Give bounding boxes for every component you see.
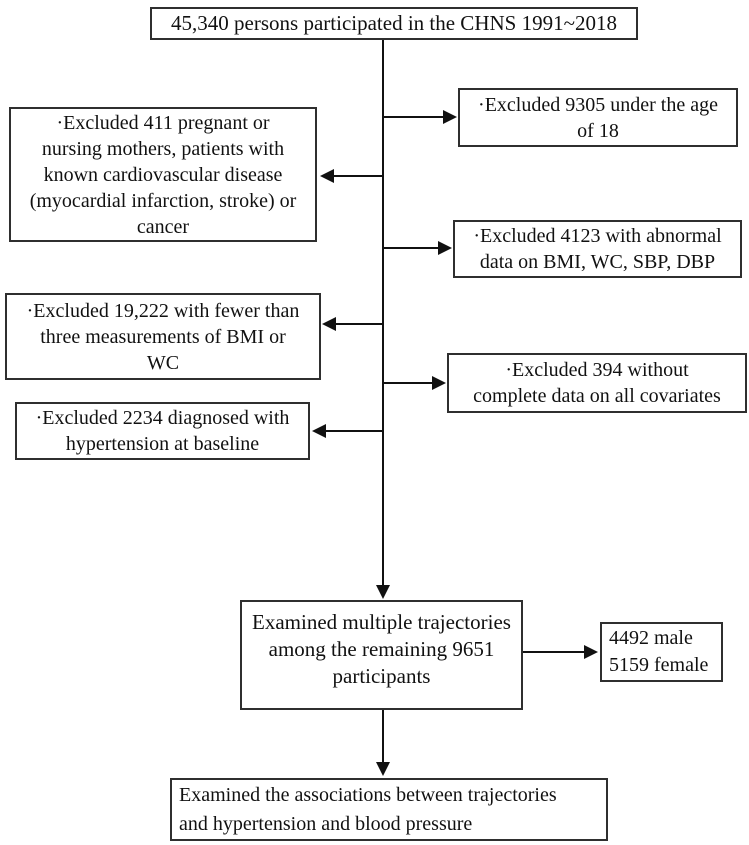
box-participants-text: 45,340 persons participated in the CHNS … [171,11,617,35]
arrowhead-associations [376,762,390,776]
box-excluded-abnormal: ·Excluded 4123 with abnormal data on BMI… [453,220,742,278]
box-trajectories: Examined multiple trajectories among the… [240,600,523,710]
box-associations: Examined the associations between trajec… [170,778,608,841]
box-excluded-abnormal-text: ·Excluded 4123 with abnormal data on BMI… [473,225,722,273]
box-sex-split-text: 4492 male 5159 female [609,627,709,676]
box-excluded-fewer: ·Excluded 19,222 with fewer than three m… [5,293,321,380]
box-excluded-age-text: ·Excluded 9305 under the age of 18 [478,93,718,142]
arrowhead-excluded-fewer [322,317,336,331]
box-excluded-age: ·Excluded 9305 under the age of 18 [458,88,738,147]
box-excluded-hypertension: ·Excluded 2234 diagnosed with hypertensi… [15,402,310,460]
arrowhead-excluded-abnormal [438,241,452,255]
arrowhead-sex-split [584,645,598,659]
box-associations-text: Examined the associations between trajec… [179,783,557,835]
box-excluded-pregnant: ·Excluded 411 pregnant or nursing mother… [9,107,317,242]
box-excluded-covariates: ·Excluded 394 without complete data on a… [447,353,747,413]
box-excluded-pregnant-text: ·Excluded 411 pregnant or nursing mother… [29,111,297,238]
box-excluded-covariates-text: ·Excluded 394 without complete data on a… [473,359,721,407]
box-trajectories-text: Examined multiple trajectories among the… [252,610,511,688]
main-flow-arrowhead [376,585,390,599]
arrowhead-excluded-covariates [432,376,446,390]
box-sex-split: 4492 male 5159 female [600,622,723,682]
box-participants: 45,340 persons participated in the CHNS … [150,7,638,40]
box-excluded-hypertension-text: ·Excluded 2234 diagnosed with hypertensi… [35,407,290,455]
arrowhead-excluded-pregnant [320,169,334,183]
box-excluded-fewer-text: ·Excluded 19,222 with fewer than three m… [26,299,300,374]
arrowhead-excluded-hypertension [312,424,326,438]
arrowhead-excluded-age [443,110,457,124]
